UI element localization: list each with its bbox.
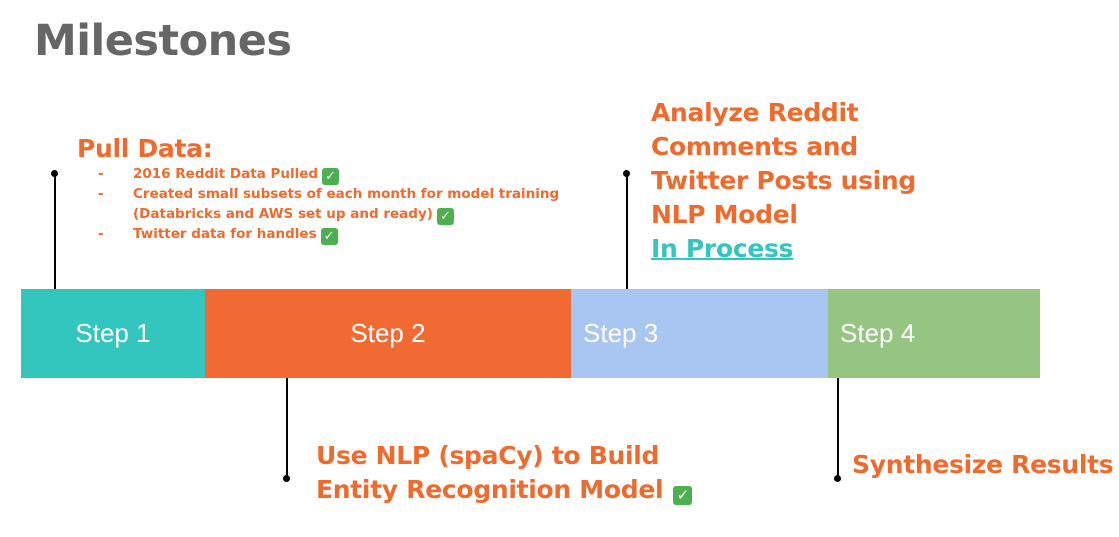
step2-note: Use NLP (spaCy) to Build Entity Recognit… <box>316 439 693 507</box>
step3-connector-dot <box>623 170 630 177</box>
timeline-step-1: Step 1 <box>21 289 205 378</box>
list-item: - Twitter data for handles✓ <box>98 225 559 245</box>
step2-connector-dot <box>283 475 290 482</box>
timeline-step-4: Step 4 <box>828 289 1040 378</box>
bullet-dash: - <box>98 166 104 182</box>
step4-note: Synthesize Results <box>852 450 1114 479</box>
step3-connector-line <box>626 174 628 289</box>
step4-connector-line <box>837 378 839 478</box>
step4-connector-dot <box>834 475 841 482</box>
bullet-dash: - <box>98 225 104 242</box>
list-item-continuation: (Databricks and AWS set up and ready)✓ <box>98 205 559 225</box>
step3-note: Analyze Reddit Comments and Twitter Post… <box>651 96 916 266</box>
step1-heading: Pull Data: <box>77 134 213 163</box>
checkmark-icon: ✓ <box>673 486 693 505</box>
step1-list: - 2016 Reddit Data Pulled✓ - Created sma… <box>98 165 559 245</box>
checkmark-icon: ✓ <box>436 207 454 225</box>
timeline-step-3: Step 3 <box>571 289 828 378</box>
checkmark-icon: ✓ <box>320 227 338 245</box>
list-item: - 2016 Reddit Data Pulled✓ <box>98 165 559 185</box>
list-item: - Created small subsets of each month fo… <box>98 185 559 205</box>
status-in-process: In Process <box>651 234 794 263</box>
page-title: Milestones <box>34 16 292 66</box>
timeline-step-2: Step 2 <box>205 289 571 378</box>
step1-connector-dot <box>51 170 58 177</box>
step1-connector-line <box>54 174 56 289</box>
bullet-dash: - <box>98 186 104 202</box>
checkmark-icon: ✓ <box>322 168 340 185</box>
step2-connector-line <box>286 378 288 478</box>
